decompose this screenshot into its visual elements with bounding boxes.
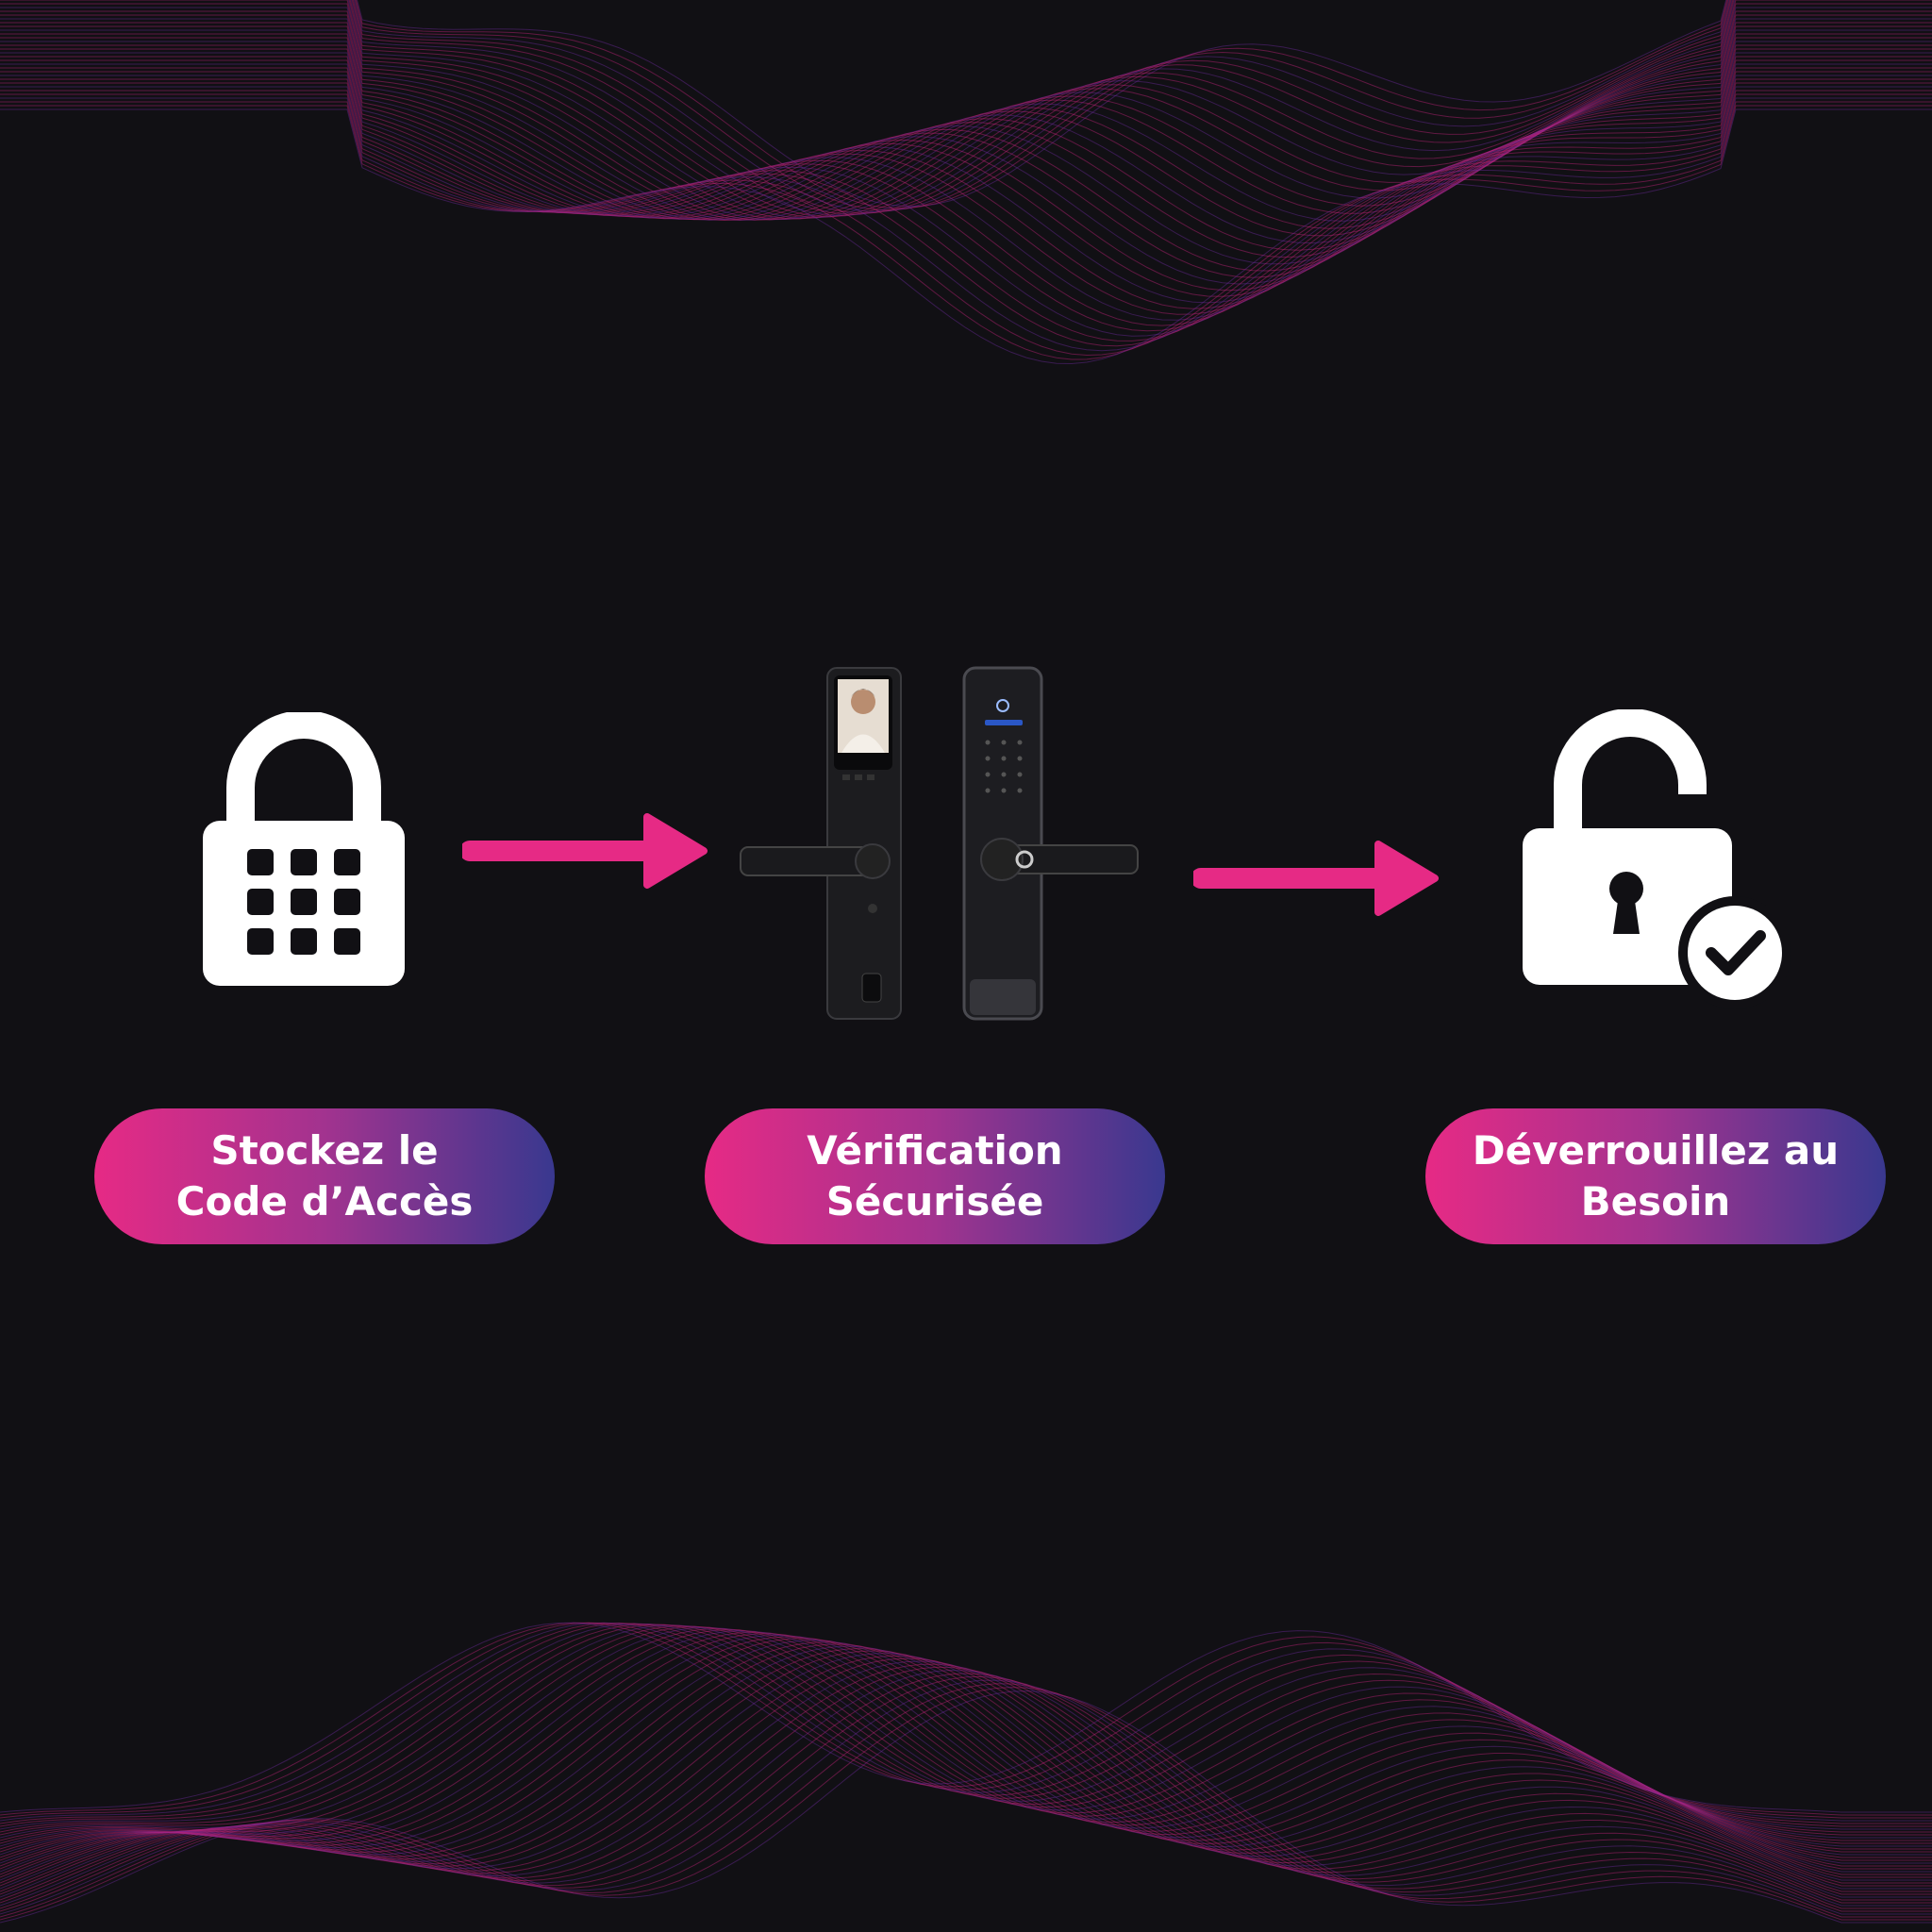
step-label-line: Sécurisée bbox=[825, 1178, 1044, 1224]
decorative-wave-top bbox=[0, 0, 1932, 365]
keypad-lock-icon bbox=[203, 712, 405, 986]
arrow-right-icon bbox=[462, 813, 708, 889]
decorative-wave-bottom bbox=[0, 1622, 1932, 1924]
step-label-line: Besoin bbox=[1580, 1178, 1731, 1224]
step-label-line: Stockez le bbox=[210, 1127, 439, 1174]
smart-door-lock-image bbox=[740, 666, 1139, 1021]
step-label-line: Vérification bbox=[807, 1127, 1063, 1174]
arrow-right-icon bbox=[1193, 841, 1439, 916]
unlocked-padlock-check-icon bbox=[1523, 709, 1791, 1009]
step-label-line: Déverrouillez au bbox=[1472, 1127, 1840, 1174]
step-label-line: Code d’Accès bbox=[175, 1178, 474, 1224]
